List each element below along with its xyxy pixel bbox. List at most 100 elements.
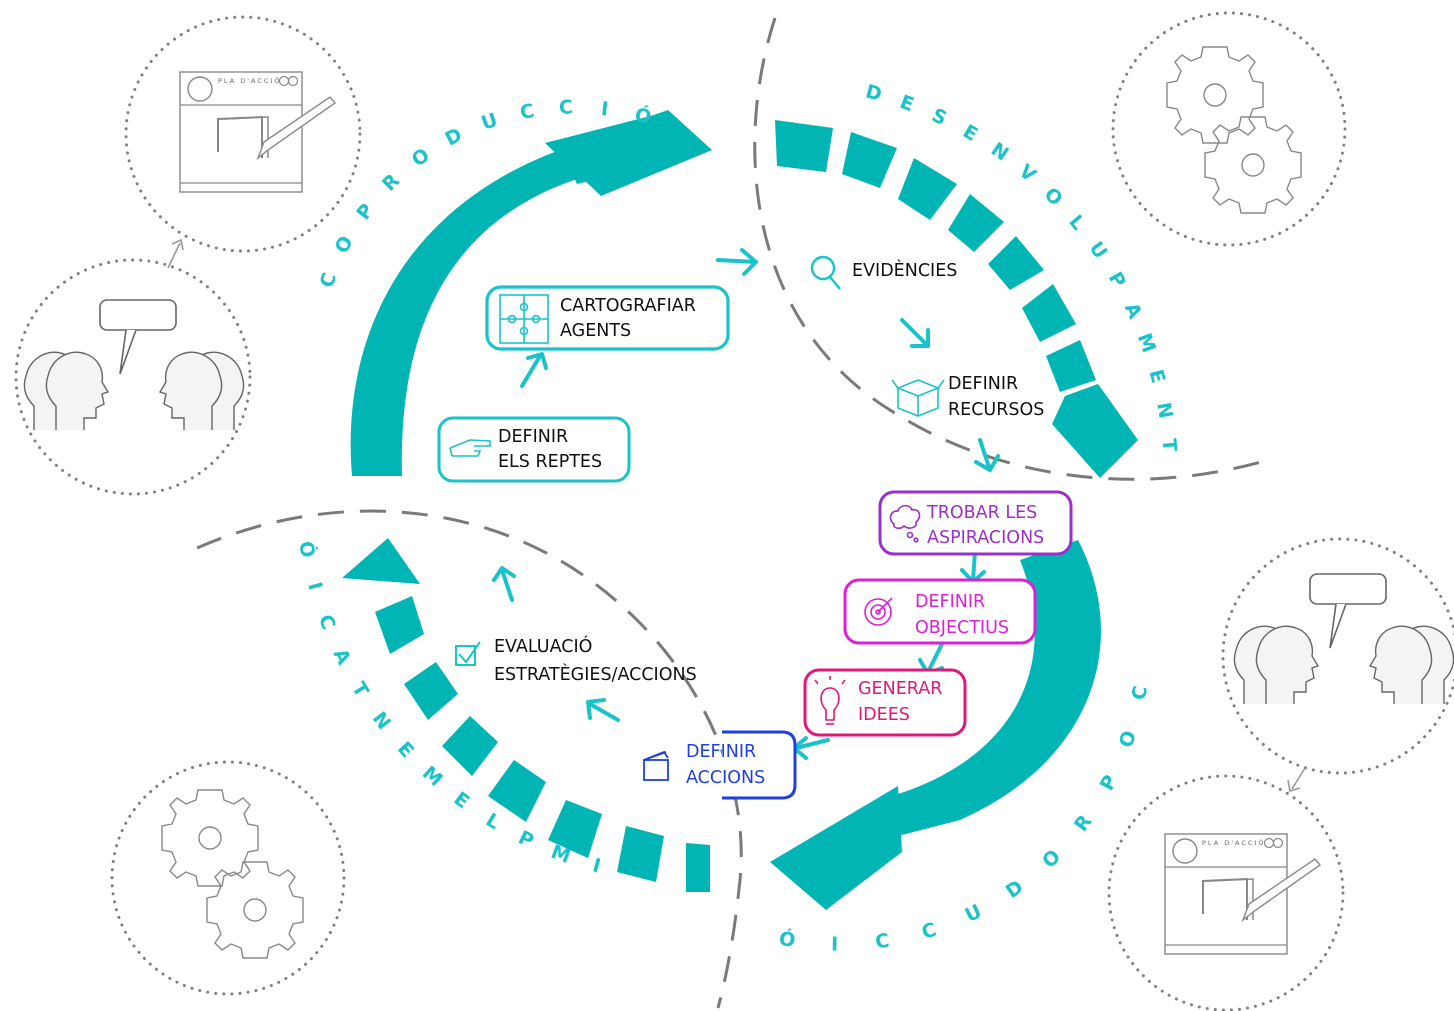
conversation-heads-icon [1233,573,1454,705]
arc-letter: C [316,270,341,291]
arc-letter: I [590,854,603,877]
arc-letter: U [1085,238,1112,263]
arc-letter: I [600,98,610,121]
arc-letter: P [1096,772,1122,795]
arc-letter: D [863,80,884,105]
arc-letter: C [919,919,939,944]
arc-letter: O [1115,728,1141,750]
arc-letter: A [329,645,355,668]
conversation-top-left [14,258,252,496]
gears-top-right [1111,11,1347,247]
gear-icon [1166,46,1264,144]
step-definir-recursos: DEFINIR RECURSOS [891,374,1044,420]
step-label-line2: OBJECTIUS [915,618,1009,638]
arc-letter: L [482,809,504,834]
arc-letter: R [378,170,404,196]
step-label-line2: ELS REPTES [498,452,602,472]
implementacio-arrow [342,538,710,892]
arc-letter: C [314,612,340,633]
arc-letter: P [352,200,378,224]
arc-letter: E [393,738,418,762]
step-label-line1: EVIDÈNCIES [852,259,957,281]
arc-letter: T [347,678,373,701]
coproduccio-arrow-bottom [770,540,1101,910]
arc-letter: D [442,124,466,151]
step-label-line1: EVALUACIÓ [494,635,592,657]
arc-letter: S [928,104,950,130]
gear-icon [161,789,259,887]
step-label-line1: DEFINIR [948,374,1018,394]
step-label-line2: ESTRATÈGIES/ACCIONS [494,663,697,685]
arc-letter: C [518,100,536,124]
arc-letter: P [515,827,537,853]
arc-letter: V [1015,160,1041,186]
arc-letter: C [559,96,574,118]
arc-letter: O [408,144,434,171]
step-definir-reptes: DEFINIR ELS REPTES [437,416,631,483]
step-definir-objectius: DEFINIR OBJECTIUS [843,578,1037,645]
step-trobar-aspiracions: TROBAR LES ASPIRACIONS [878,490,1073,556]
arc-letter: O [1040,183,1067,210]
thought-cloud-icon [889,504,921,543]
arc-letter: O [331,232,358,257]
arc-letter: T [1157,438,1180,453]
gear-icon [206,861,304,959]
lightbulb-icon [814,676,846,725]
arc-letter: D [1002,876,1028,903]
doc-header-label: PLA D'ACCIÓ [218,76,281,85]
target-icon [864,597,893,626]
plan-document-icon [179,71,336,193]
phase-dividers [196,17,1269,1009]
connector-arrow [1291,767,1306,790]
step-evidencies: EVIDÈNCIES [810,255,957,290]
puzzle-icon [499,294,549,344]
step-label-line1: DEFINIR [686,742,756,762]
step-definir-accions: DEFINIR ACCIONS [643,730,797,800]
arc-letter: Ó [777,926,797,952]
step-label-line2: ACCIONS [686,768,765,788]
box-icon [891,379,945,417]
conversation-heads-icon [23,299,245,431]
plan-document-icon [1164,833,1321,955]
arc-letter: U [479,109,501,135]
arc-letter: N [987,138,1013,165]
clapperboard-icon [643,750,669,781]
connector-arrow [167,242,181,269]
doc-header-label: PLA D'ACCIÓ [1202,838,1265,847]
checkbox-icon [455,641,481,666]
arc-letter: M [1133,330,1160,355]
arc-letter: M [418,762,447,791]
step-cartografiar-agents: CARTOGRAFIAR AGENTS [485,285,730,351]
step-label-line1: DEFINIR [915,592,985,612]
step-generar-idees: GENERAR IDEES [803,668,967,737]
step-label-line2: AGENTS [560,321,631,341]
arc-letter: Ó [294,539,320,559]
arc-letter: I [831,933,838,955]
step-label-line1: DEFINIR [498,427,568,447]
step-label-line2: IDEES [858,705,910,725]
arc-letter: E [450,788,474,813]
arc-letter: P [1104,268,1130,291]
arc-letter: I [303,580,326,593]
desenvolupament-arrow [775,120,1138,478]
arc-letter: C [1128,684,1152,702]
gear-icon [1204,116,1302,214]
coproduccio-arrow-top [350,110,712,476]
arc-letter: C [874,930,891,954]
arc-letter: O [1038,846,1065,873]
arc-letter: N [1152,401,1176,420]
magnifier-icon [810,255,841,290]
step-label-line1: CARTOGRAFIAR [560,296,696,316]
arc-letter: A [1120,299,1146,322]
arc-letter: N [368,708,395,734]
arc-letter: E [1145,367,1170,385]
conversation-bottom-right [1221,537,1454,775]
arc-letter: E [959,120,981,146]
pointing-hand-icon [449,439,491,457]
arc-letter: R [1070,811,1097,836]
step-label-line1: TROBAR LES [926,503,1037,523]
gears-bottom-left [110,760,346,996]
step-evaluacio: EVALUACIÓ ESTRATÈGIES/ACCIONS [455,635,697,685]
plan-document-top-left: PLA D'ACCIÓ [124,15,362,253]
